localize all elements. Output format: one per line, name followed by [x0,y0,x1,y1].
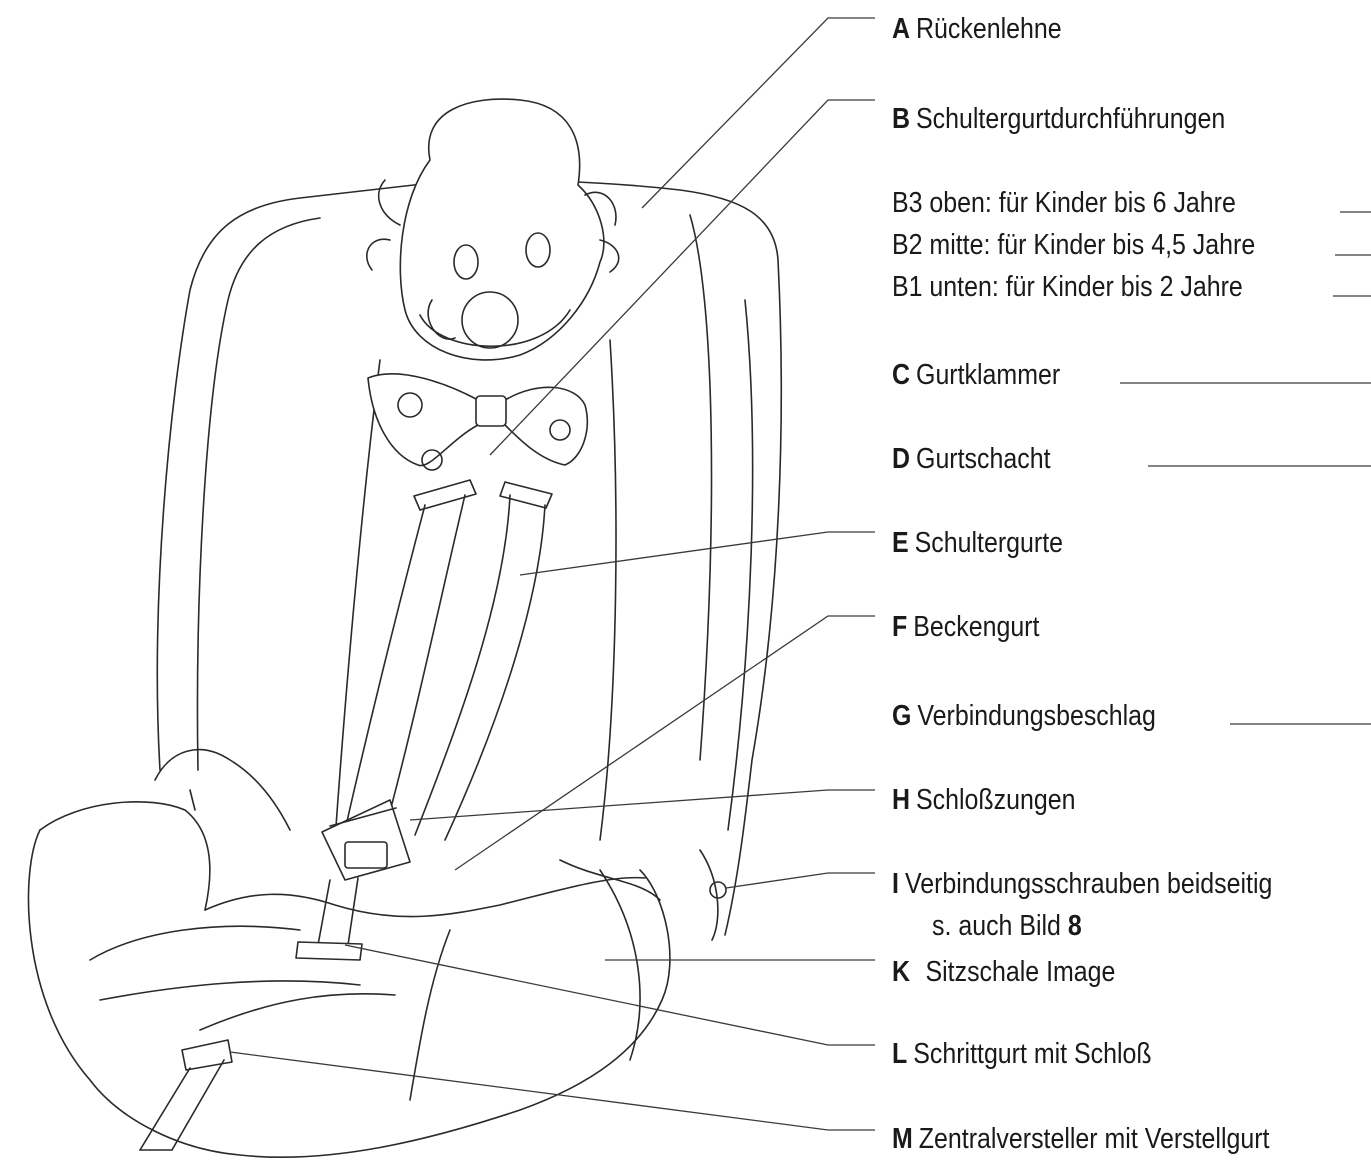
leader-line-m [230,1052,875,1130]
label-a-letter: A [892,13,910,45]
label-c-text: Gurtklammer [916,359,1060,391]
label-k-text: Sitzschale Image [925,956,1115,988]
leader-line-h [410,790,875,820]
label-e-text: Schultergurte [915,527,1063,559]
label-m-letter: M [892,1123,913,1155]
label-i-note-text: s. auch Bild [932,910,1061,942]
label-h-text: Schloßzungen [916,784,1075,816]
label-b1-text: B1 unten: für Kinder bis 2 Jahre [892,271,1243,303]
label-l-text: Schrittgurt mit Schloß [913,1038,1151,1070]
label-b3-text: B3 oben: für Kinder bis 6 Jahre [892,187,1236,219]
label-k-letter: K [892,956,910,988]
label-c-letter: C [892,359,910,391]
leader-line-i [726,873,875,888]
label-b-text: Schultergurtdurchführungen [916,103,1225,135]
label-l-letter: L [892,1038,907,1070]
label-b2: B2 mitte: für Kinder bis 4,5 Jahre [892,228,1255,262]
label-b-letter: B [892,103,910,135]
leader-line-e [520,532,875,575]
label-a-text: Rückenlehne [916,13,1062,45]
label-i-text: Verbindungsschrauben beidseitig [905,868,1272,900]
leader-lines [230,18,1371,1130]
label-b3: B3 oben: für Kinder bis 6 Jahre [892,186,1236,220]
label-d-text: Gurtschacht [916,443,1050,475]
leader-line-f [455,616,875,870]
label-d-letter: D [892,443,910,475]
label-f-letter: F [892,611,907,643]
label-f-text: Beckengurt [913,611,1039,643]
label-b1: B1 unten: für Kinder bis 2 Jahre [892,270,1243,304]
car-seat-drawing [28,99,781,1157]
label-g-letter: G [892,700,911,732]
label-k: K Sitzschale Image [892,955,1115,989]
leader-line-a [642,18,875,208]
label-h-letter: H [892,784,910,816]
label-b2-text: B2 mitte: für Kinder bis 4,5 Jahre [892,229,1255,261]
label-g-text: Verbindungsbeschlag [917,700,1156,732]
label-m-text: Zentralversteller mit Verstellgurt [919,1123,1270,1155]
label-i-letter: I [892,868,899,900]
label-e-letter: E [892,527,909,559]
label-i-note-ref: 8 [1068,910,1082,942]
